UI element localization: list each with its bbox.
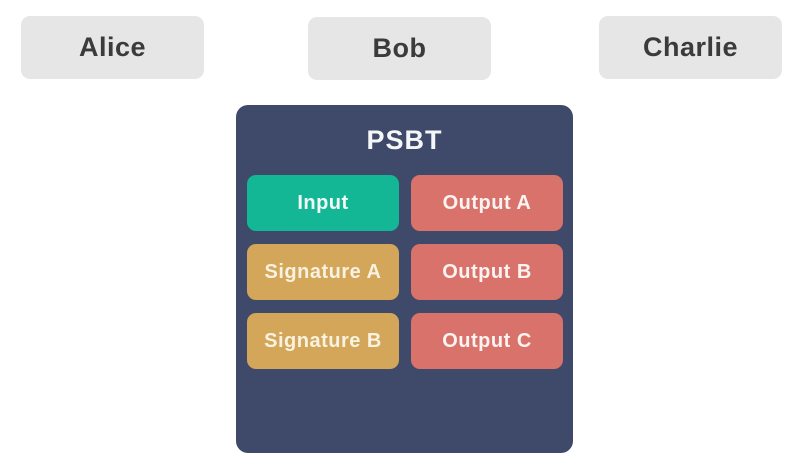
- psbt-title: PSBT: [366, 124, 443, 155]
- participant-charlie: Charlie: [599, 16, 782, 79]
- psbt-cell-output-a: Output A: [411, 175, 563, 231]
- psbt-cell-output-b: Output B: [411, 244, 563, 300]
- participant-bob: Bob: [308, 17, 491, 80]
- participant-alice: Alice: [21, 16, 204, 79]
- psbt-cell-output-c: Output C: [411, 313, 563, 369]
- psbt-grid: Input Output A Signature A Output B Sign…: [236, 175, 573, 369]
- participant-charlie-label: Charlie: [642, 32, 739, 62]
- psbt-cell-input: Input: [247, 175, 399, 231]
- psbt-cell-signature-a: Signature A: [247, 244, 399, 300]
- participant-bob-label: Bob: [372, 33, 427, 63]
- psbt-container: PSBT Input Output A Signature A Output B…: [236, 105, 573, 453]
- psbt-cell-signature-b: Signature B: [247, 313, 399, 369]
- participant-alice-label: Alice: [78, 32, 147, 62]
